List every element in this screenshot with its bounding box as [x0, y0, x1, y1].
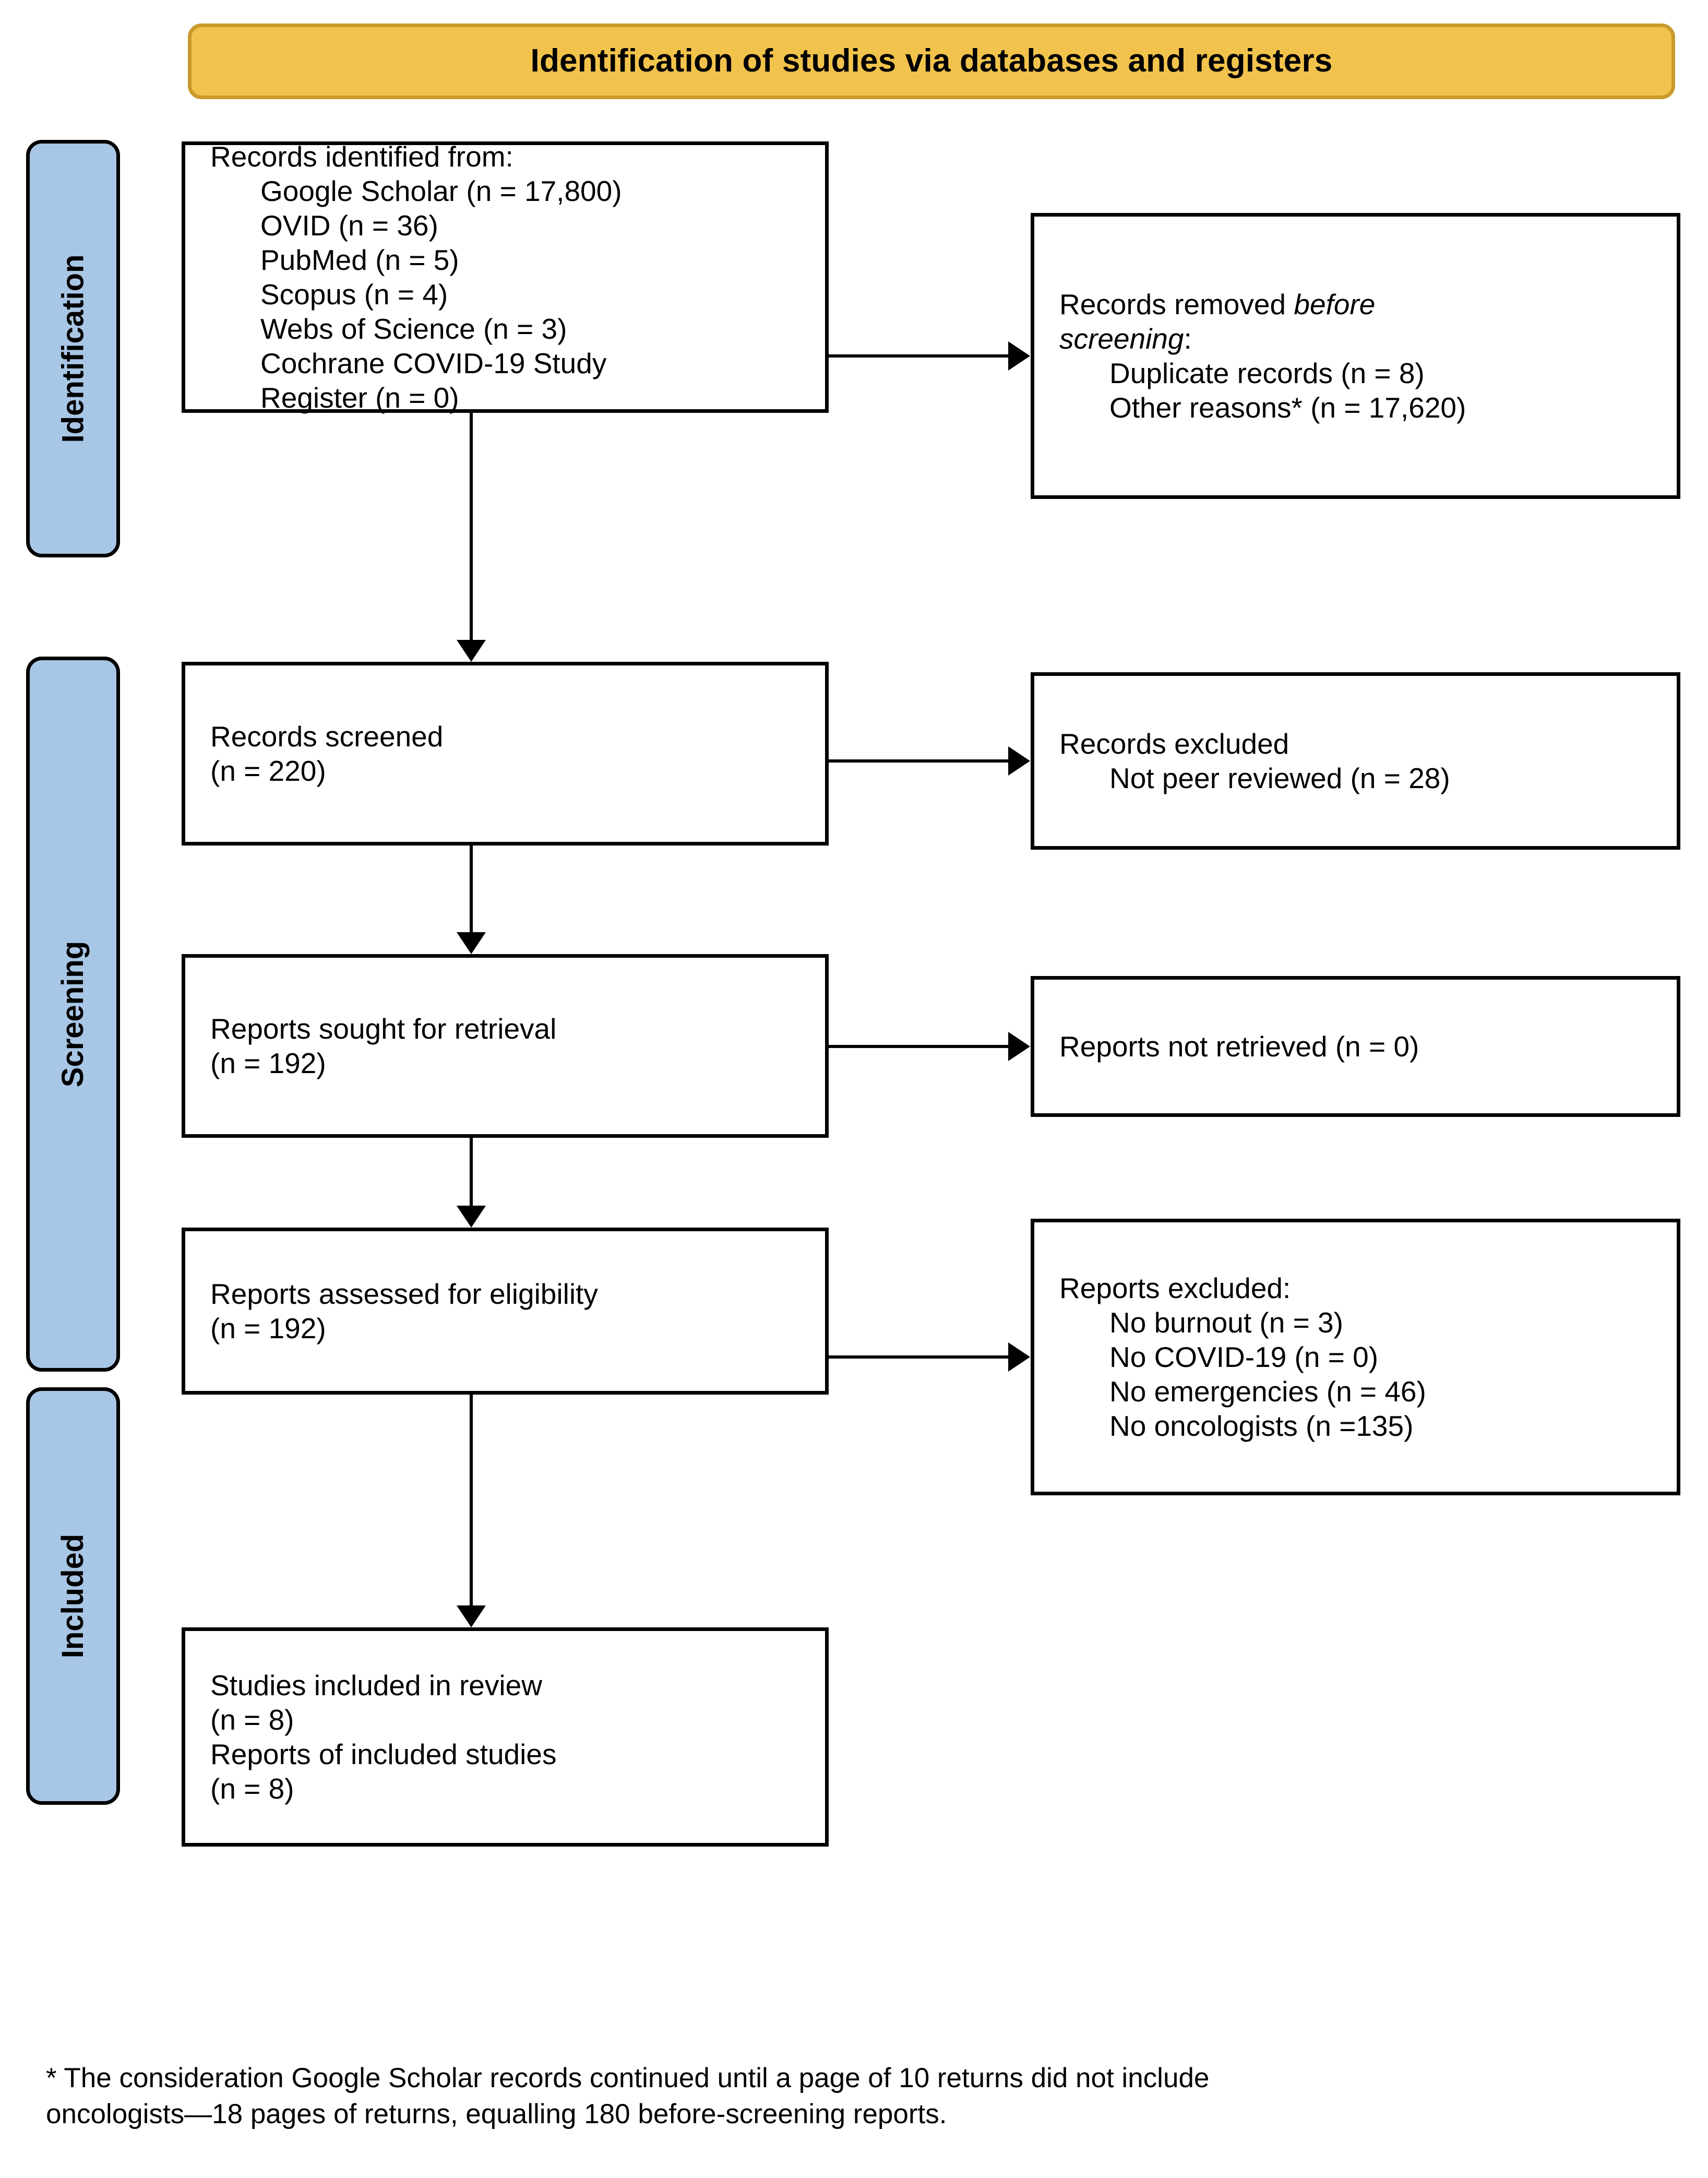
- reports-excluded-item-no-emergencies: No emergencies (n = 46): [1109, 1375, 1426, 1408]
- box-records-removed-body: Records removed before screening: Duplic…: [1034, 287, 1677, 425]
- stage-label-included-text: Included: [56, 1533, 90, 1659]
- box-studies-included-body: Studies included in review (n = 8) Repor…: [185, 1668, 825, 1806]
- arrowhead-right-icon-3: [1008, 1032, 1030, 1061]
- arrowhead-right-icon-4: [1008, 1342, 1030, 1372]
- box-records-screened: Records screened (n = 220): [182, 662, 829, 846]
- records-removed-item-other: Other reasons* (n = 17,620): [1109, 391, 1466, 424]
- records-identified-source-google: Google Scholar (n = 17,800): [260, 175, 622, 207]
- records-removed-heading-post: :: [1184, 323, 1192, 355]
- connector-assessed-to-excluded-reports: [829, 1355, 1011, 1359]
- records-excluded-item-not-peer-reviewed: Not peer reviewed (n = 28): [1109, 762, 1450, 794]
- stage-label-identification: Identification: [26, 140, 120, 557]
- box-reports-excluded-body: Reports excluded: No burnout (n = 3) No …: [1034, 1271, 1677, 1443]
- reports-excluded-item-no-covid: No COVID-19 (n = 0): [1109, 1341, 1379, 1373]
- reports-included-label: Reports of included studies: [210, 1738, 557, 1770]
- box-records-excluded-body: Records excluded Not peer reviewed (n = …: [1034, 727, 1677, 795]
- footnote: * The consideration Google Scholar recor…: [46, 2061, 1674, 2133]
- box-reports-not-retrieved-body: Reports not retrieved (n = 0): [1034, 1029, 1677, 1064]
- records-removed-heading-pre: Records removed: [1059, 288, 1294, 320]
- reports-excluded-item-no-oncologists: No oncologists (n =135): [1109, 1410, 1414, 1442]
- records-identified-source-wos: Webs of Science (n = 3): [260, 313, 567, 345]
- records-identified-source-scopus: Scopus (n = 4): [260, 278, 448, 311]
- records-identified-source-ovid: OVID (n = 36): [260, 209, 438, 242]
- records-identified-source-cochrane-line2: Register (n = 0): [260, 382, 459, 414]
- records-removed-heading-line2: screening:: [1059, 322, 1665, 356]
- connector-screened-to-sought: [470, 846, 473, 934]
- reports-sought-count: (n = 192): [210, 1047, 326, 1079]
- arrowhead-right-icon-2: [1008, 746, 1030, 776]
- connector-assessed-to-included: [470, 1395, 473, 1606]
- reports-excluded-item-no-burnout: No burnout (n = 3): [1109, 1306, 1343, 1339]
- reports-included-count: (n = 8): [210, 1772, 294, 1805]
- arrowhead-right-icon-1: [1008, 341, 1030, 371]
- records-excluded-heading: Records excluded: [1059, 728, 1289, 760]
- connector-identified-to-screened: [470, 413, 473, 642]
- box-records-screened-body: Records screened (n = 220): [185, 719, 825, 788]
- records-identified-source-cochrane-line1: Cochrane COVID-19 Study: [260, 347, 607, 379]
- diagram-header-title: Identification of studies via databases …: [530, 43, 1333, 79]
- box-records-identified-body: Records identified from: Google Scholar …: [185, 139, 825, 415]
- stage-label-screening-text: Screening: [56, 941, 90, 1088]
- stage-label-included: Included: [26, 1387, 120, 1805]
- arrowhead-down-icon-4: [457, 1605, 486, 1627]
- stage-label-screening: Screening: [26, 657, 120, 1372]
- reports-excluded-heading: Reports excluded:: [1059, 1272, 1291, 1304]
- records-removed-item-duplicates: Duplicate records (n = 8): [1109, 357, 1425, 389]
- box-records-removed: Records removed before screening: Duplic…: [1031, 213, 1680, 499]
- diagram-header-banner: Identification of studies via databases …: [188, 23, 1675, 99]
- stage-label-identification-text: Identification: [56, 254, 90, 443]
- arrowhead-down-icon-3: [457, 1206, 486, 1228]
- records-identified-source-pubmed: PubMed (n = 5): [260, 244, 459, 276]
- footnote-line-2: oncologists—18 pages of returns, equalli…: [46, 2098, 947, 2129]
- arrowhead-down-icon-2: [457, 932, 486, 954]
- records-screened-label: Records screened: [210, 720, 444, 753]
- reports-not-retrieved-label: Reports not retrieved (n = 0): [1059, 1030, 1419, 1063]
- studies-included-count: (n = 8): [210, 1704, 294, 1736]
- box-studies-included: Studies included in review (n = 8) Repor…: [182, 1627, 829, 1847]
- reports-assessed-count: (n = 192): [210, 1312, 326, 1344]
- reports-sought-label: Reports sought for retrieval: [210, 1013, 557, 1045]
- box-records-identified: Records identified from: Google Scholar …: [182, 139, 829, 415]
- records-identified-heading: Records identified from:: [210, 140, 513, 173]
- arrowhead-down-icon-1: [457, 640, 486, 662]
- footnote-line-1: * The consideration Google Scholar recor…: [46, 2063, 1210, 2093]
- box-reports-not-retrieved: Reports not retrieved (n = 0): [1031, 976, 1680, 1117]
- records-removed-heading-italic-screening: screening: [1059, 323, 1184, 355]
- studies-included-label: Studies included in review: [210, 1669, 542, 1701]
- connector-sought-to-assessed: [470, 1138, 473, 1207]
- records-screened-count: (n = 220): [210, 755, 326, 787]
- box-reports-excluded: Reports excluded: No burnout (n = 3) No …: [1031, 1219, 1680, 1495]
- records-removed-heading-line1: Records removed before: [1059, 287, 1665, 322]
- connector-identified-to-removed: [829, 354, 1011, 358]
- box-reports-sought-body: Reports sought for retrieval (n = 192): [185, 1011, 825, 1080]
- connector-sought-to-not-retrieved: [829, 1045, 1011, 1048]
- box-records-excluded: Records excluded Not peer reviewed (n = …: [1031, 672, 1680, 850]
- box-reports-sought: Reports sought for retrieval (n = 192): [182, 954, 829, 1138]
- box-reports-assessed-body: Reports assessed for eligibility (n = 19…: [185, 1277, 825, 1346]
- records-removed-heading-italic-before: before: [1294, 288, 1376, 320]
- box-reports-assessed: Reports assessed for eligibility (n = 19…: [182, 1228, 829, 1395]
- reports-assessed-label: Reports assessed for eligibility: [210, 1278, 598, 1310]
- connector-screened-to-excluded: [829, 759, 1011, 763]
